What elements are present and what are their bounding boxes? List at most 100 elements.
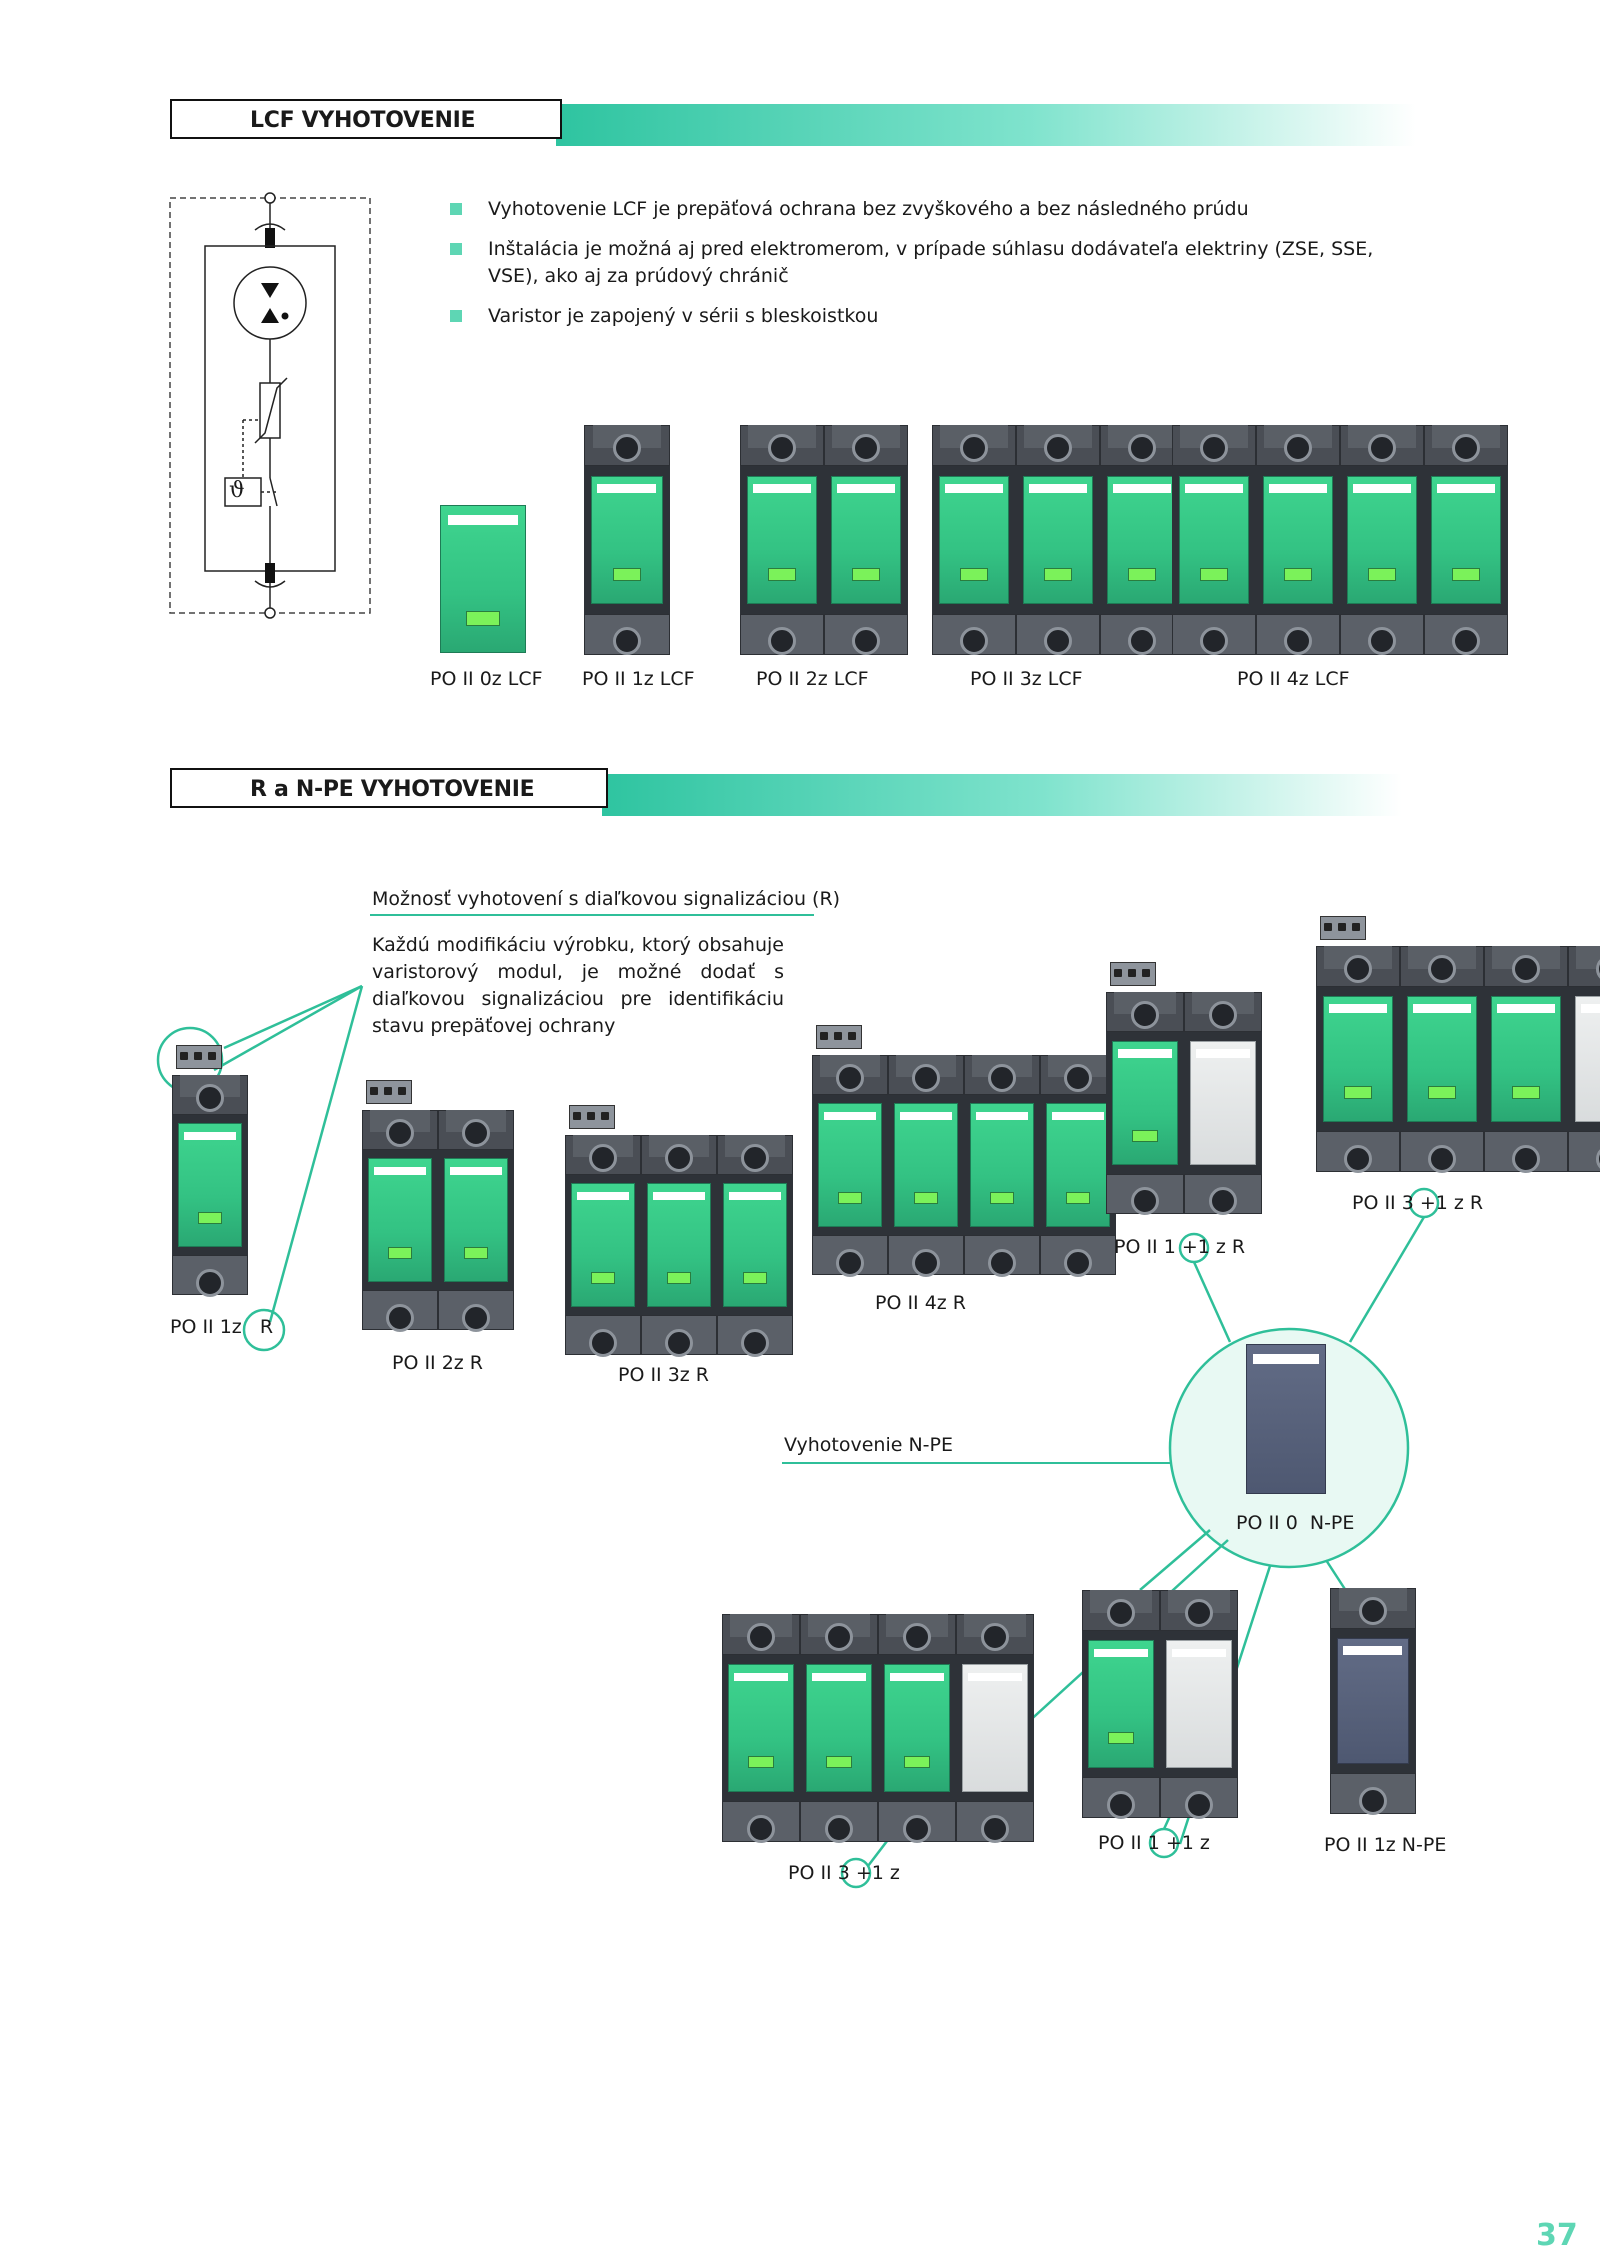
device-1p1 <box>1082 1590 1238 1819</box>
terminal-screw-icon <box>386 1118 414 1147</box>
terminal-screw-icon <box>1344 955 1372 984</box>
terminal-screw-icon <box>1359 1597 1387 1626</box>
device-pole <box>584 425 670 656</box>
product-label-1z-lcf: PO II 1z LCF <box>582 668 695 690</box>
terminal-screw-icon <box>747 1814 775 1843</box>
terminal-screw-icon <box>836 1063 864 1092</box>
varistor-module <box>590 475 664 605</box>
lcf-section-title: LCF VYHOTOVENIE <box>170 99 562 139</box>
device-pole <box>1484 946 1568 1173</box>
terminal-screw-icon <box>825 1814 853 1843</box>
bullet-square-icon <box>450 243 462 255</box>
product-label-0-npe: PO II 0 N-PE <box>1236 1512 1355 1534</box>
varistor-module <box>1346 475 1418 605</box>
terminal-screw-icon <box>1107 1790 1135 1819</box>
gray-spark-gap-module <box>962 1664 1028 1792</box>
device-pole <box>1016 425 1100 656</box>
gray-spark-gap-module <box>1190 1040 1256 1166</box>
terminal-screw-icon <box>1044 627 1072 656</box>
remote-signal-connector-icon <box>1110 962 1156 986</box>
varistor-module <box>938 475 1010 605</box>
varistor-module <box>440 505 526 653</box>
remote-heading: Možnosť vyhotovení s diaľkovou signalizá… <box>372 888 841 910</box>
device-pole <box>1330 1588 1416 1815</box>
varistor-module <box>1088 1640 1154 1768</box>
varistor-module <box>368 1158 432 1282</box>
device-pole <box>1172 425 1256 656</box>
terminal-screw-icon <box>196 1083 224 1112</box>
terminal-screw-icon <box>1128 434 1156 463</box>
product-label-1p1-r: PO II 1 +1 z R <box>1114 1236 1246 1258</box>
device-pole <box>440 505 526 653</box>
lcf-section-bar <box>556 104 1416 146</box>
gray-spark-gap-module <box>1574 995 1600 1123</box>
varistor-module <box>1106 475 1178 605</box>
r-npe-section-bar <box>602 774 1402 816</box>
terminal-screw-icon <box>665 1143 693 1172</box>
npe-heading: Vyhotovenie N-PE <box>784 1434 953 1456</box>
bullet-square-icon <box>450 203 462 215</box>
device-pole <box>717 1135 793 1357</box>
product-label-1p1: PO II 1 +1 z <box>1098 1832 1210 1854</box>
terminal-screw-icon <box>1284 627 1312 656</box>
terminal-screw-icon <box>1368 434 1396 463</box>
terminal-screw-icon <box>1284 434 1312 463</box>
device-0-npe <box>1246 1344 1326 1494</box>
product-label-3z-lcf: PO II 3z LCF <box>970 668 1083 690</box>
terminal-screw-icon <box>613 627 641 656</box>
product-label-0z-lcf: PO II 0z LCF <box>430 668 543 690</box>
device-pole <box>812 1055 888 1277</box>
remote-signal-connector-icon <box>366 1080 412 1104</box>
terminal-screw-icon <box>903 1623 931 1652</box>
thermal-symbol: ϑ <box>229 478 245 503</box>
device-4z-lcf <box>1172 425 1508 656</box>
device-pole <box>878 1614 956 1843</box>
device-pole <box>1400 946 1484 1173</box>
device-pole <box>1106 992 1184 1216</box>
device-pole <box>1568 946 1600 1173</box>
device-pole <box>888 1055 964 1277</box>
lcf-schematic-diagram <box>169 192 371 619</box>
varistor-module <box>178 1123 242 1247</box>
terminal-screw-icon <box>981 1623 1009 1652</box>
terminal-screw-icon <box>1185 1790 1213 1819</box>
device-3p1 <box>722 1614 1034 1843</box>
varistor-module <box>723 1183 787 1307</box>
device-pole <box>1100 425 1184 656</box>
terminal-screw-icon <box>825 1623 853 1652</box>
varistor-module <box>1262 475 1334 605</box>
terminal-screw-icon <box>747 1623 775 1652</box>
terminal-screw-icon <box>1131 1187 1159 1216</box>
terminal-screw-icon <box>1209 1187 1237 1216</box>
terminal-screw-icon <box>768 434 796 463</box>
varistor-module <box>970 1103 1034 1227</box>
varistor-module <box>894 1103 958 1227</box>
terminal-screw-icon <box>462 1118 490 1147</box>
terminal-screw-icon <box>462 1303 490 1332</box>
terminal-screw-icon <box>1344 1144 1372 1173</box>
device-pole <box>956 1614 1034 1843</box>
terminal-screw-icon <box>1428 1144 1456 1173</box>
device-pole <box>1040 1055 1116 1277</box>
gray-spark-gap-module <box>1166 1640 1232 1768</box>
varistor-module <box>818 1103 882 1227</box>
device-2z-lcf <box>740 425 908 656</box>
varistor-module <box>728 1664 794 1792</box>
device-pole <box>824 425 908 656</box>
terminal-screw-icon <box>1359 1786 1387 1815</box>
device-pole <box>740 425 824 656</box>
npe-module <box>1246 1344 1326 1494</box>
lcf-bullet-list: Vyhotovenie LCF je prepäťová ochrana bez… <box>450 196 1390 343</box>
lcf-bullet-item: Varistor je zapojený v sérii s bleskoist… <box>450 303 1390 330</box>
product-label-4z-lcf: PO II 4z LCF <box>1237 668 1350 690</box>
device-pole <box>800 1614 878 1843</box>
terminal-screw-icon <box>988 1248 1016 1277</box>
device-pole <box>1082 1590 1160 1819</box>
device-4z-r <box>812 1025 1116 1277</box>
terminal-screw-icon <box>741 1143 769 1172</box>
varistor-module <box>444 1158 508 1282</box>
device-3z-r <box>565 1105 793 1357</box>
terminal-screw-icon <box>741 1328 769 1357</box>
remote-signal-connector-icon <box>176 1045 222 1069</box>
varistor-module <box>884 1664 950 1792</box>
